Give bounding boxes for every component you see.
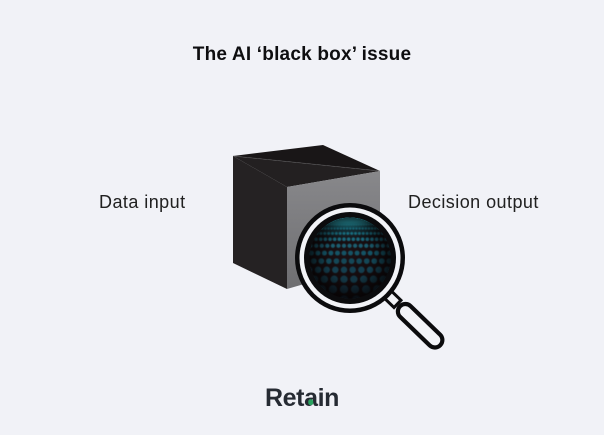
retain-logo-text-pre: Ret (264, 384, 305, 412)
cube-top-back-facet (233, 145, 380, 171)
page-title: The AI ‘black box’ issue (192, 44, 412, 65)
retain-logo-green-dot-icon (308, 399, 314, 405)
retain-logo-letter-a: a (304, 384, 318, 412)
magnifying-glass-icon (295, 203, 445, 350)
data-input-label: Data input (99, 192, 186, 212)
magnifier-grip (395, 301, 445, 350)
decision-output-label: Decision output (408, 192, 539, 212)
retain-logo-text-post: in (317, 384, 340, 412)
lens-vignette (309, 217, 391, 299)
cube-left-face (233, 156, 287, 289)
cube-top-seam (232, 155, 381, 172)
cube-top-front-facet (233, 156, 380, 187)
